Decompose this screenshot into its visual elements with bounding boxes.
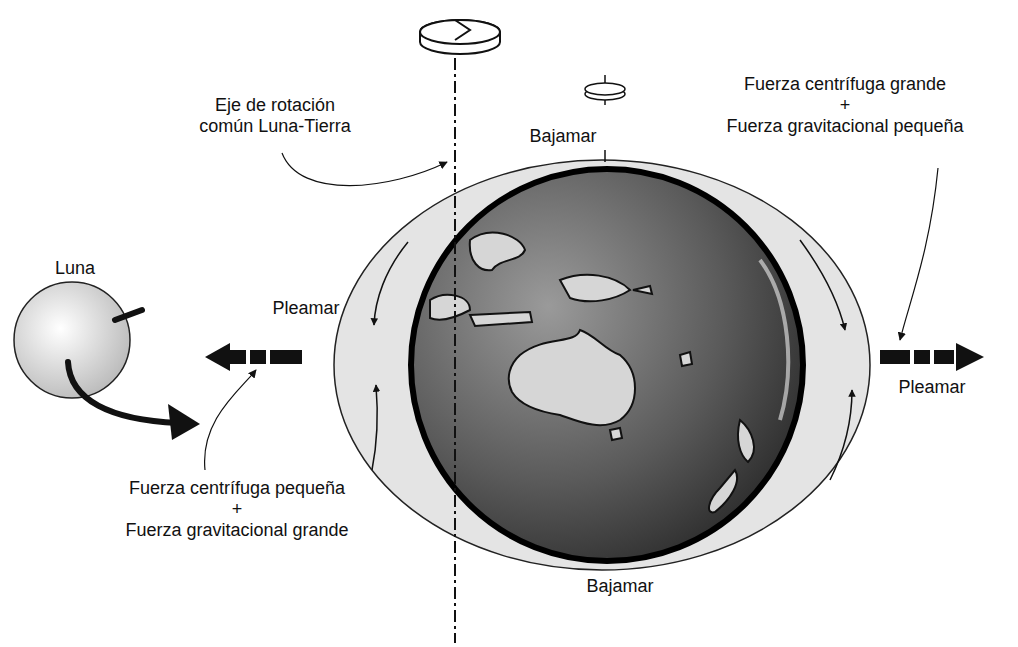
high-tide-label: Pleamar <box>880 377 984 398</box>
force-arrow-left <box>205 343 302 371</box>
force-callout: Fuerza centrífuga pequeña+Fuerza gravita… <box>62 478 412 541</box>
orbit-arrowhead <box>168 404 200 440</box>
leader-lines <box>205 153 938 470</box>
continents <box>430 233 754 513</box>
moon-orbit <box>68 362 178 423</box>
force-callout: Fuerza centrífuga grande+Fuerza gravitac… <box>678 74 1012 137</box>
tidal-bulge <box>334 160 870 570</box>
water-flow-arrows <box>372 240 852 480</box>
axis-label: Eje de rotación común Luna-Tierra <box>190 95 360 137</box>
earth-globe <box>411 169 803 561</box>
moon-label: Luna <box>40 258 110 279</box>
force-arrow-right <box>880 343 984 371</box>
rotation-icon <box>420 20 500 54</box>
high-tide-label: Pleamar <box>258 298 354 319</box>
earth-spin-icon <box>585 75 625 105</box>
rotation-axis <box>454 58 456 643</box>
low-tide-tick <box>604 150 606 162</box>
moon-orbit <box>115 310 142 320</box>
low-tide-label: Bajamar <box>570 576 670 597</box>
low-tide-label: Bajamar <box>515 126 611 147</box>
